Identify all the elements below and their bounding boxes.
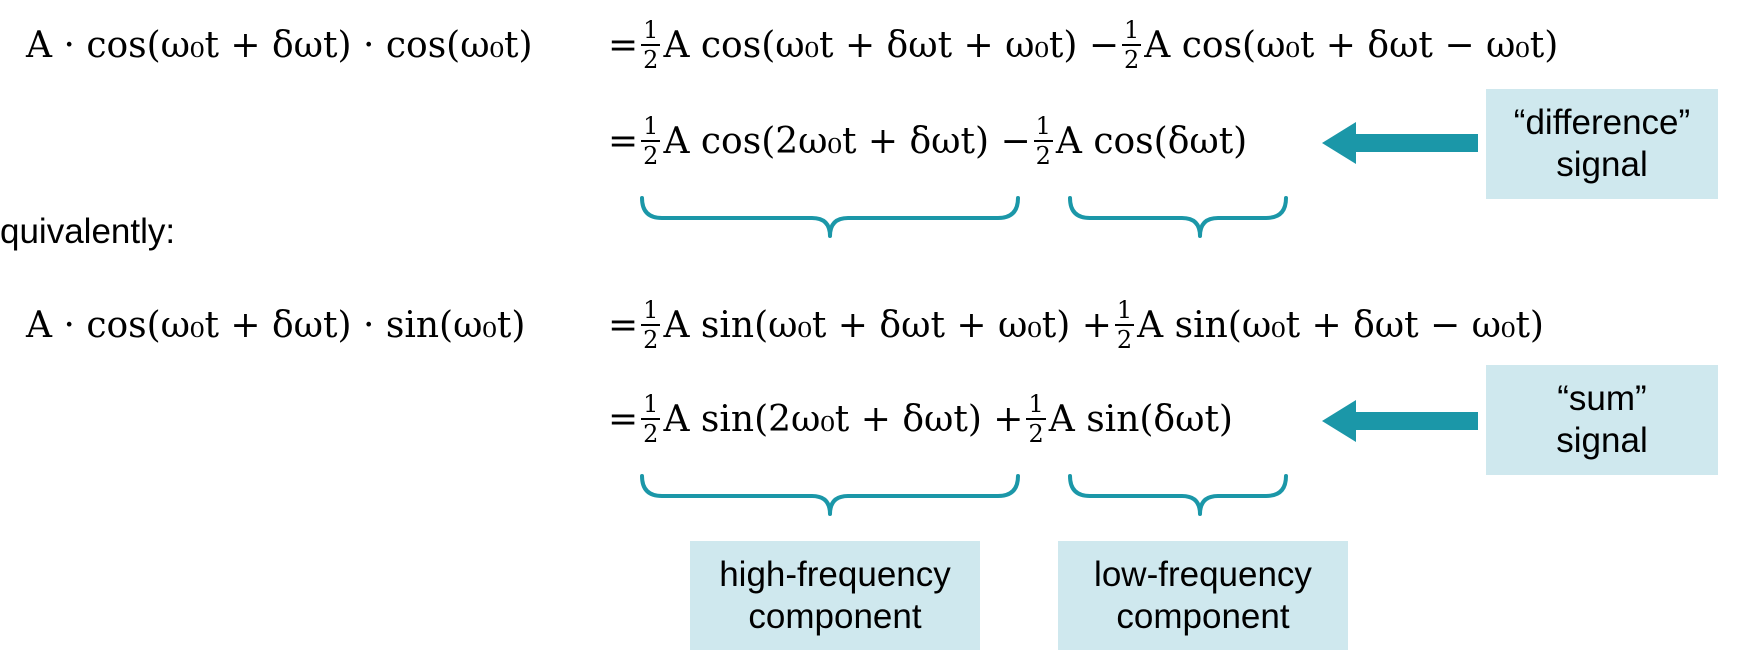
brace-high-frequency-top bbox=[640, 196, 1020, 238]
term-2: A cos(δωt) bbox=[1055, 120, 1248, 162]
component-label: component bbox=[748, 596, 922, 636]
lhs-cos-product: A · cos(ω₀t + δωt) · cos(ω₀t) bbox=[26, 24, 533, 66]
signal-label: signal bbox=[1556, 145, 1648, 184]
signal-label: signal bbox=[1556, 421, 1648, 460]
brace-low-frequency-bottom bbox=[1068, 474, 1288, 516]
arrow-to-sum bbox=[1322, 400, 1478, 442]
equivalently-label: quivalently: bbox=[0, 212, 176, 251]
difference-label: “difference” bbox=[1513, 103, 1691, 142]
component-label: component bbox=[1116, 596, 1290, 636]
equals-sign: = bbox=[608, 304, 639, 346]
brace-high-frequency-bottom bbox=[640, 474, 1020, 516]
low-frequency-box: low-frequency component bbox=[1058, 541, 1348, 650]
term-1: A cos(2ω₀t + δωt) − bbox=[663, 120, 1031, 162]
term-2: A cos(ω₀t + δωt − ω₀t) bbox=[1144, 24, 1559, 66]
equals-sign: = bbox=[608, 398, 639, 440]
arrow-to-difference bbox=[1322, 122, 1478, 164]
lhs-sin-product: A · cos(ω₀t + δωt) · sin(ω₀t) bbox=[26, 304, 526, 346]
sum-label: “sum” bbox=[1557, 379, 1647, 418]
term-2: A sin(δωt) bbox=[1048, 398, 1233, 440]
equals-sign: = bbox=[608, 24, 639, 66]
equals-sign: = bbox=[608, 120, 639, 162]
term-1: A cos(ω₀t + δωt + ω₀t) − bbox=[663, 24, 1120, 66]
difference-signal-box: “difference” signal bbox=[1486, 89, 1718, 199]
term-1: A sin(2ω₀t + δωt) + bbox=[663, 398, 1024, 440]
term-1: A sin(ω₀t + δωt + ω₀t) + bbox=[663, 304, 1112, 346]
brace-low-frequency-top bbox=[1068, 196, 1288, 238]
high-frequency-label: high-frequency bbox=[719, 554, 951, 594]
low-frequency-label: low-frequency bbox=[1094, 554, 1312, 594]
high-frequency-box: high-frequency component bbox=[690, 541, 980, 650]
term-2: A sin(ω₀t + δωt − ω₀t) bbox=[1137, 304, 1544, 346]
sum-signal-box: “sum” signal bbox=[1486, 365, 1718, 475]
